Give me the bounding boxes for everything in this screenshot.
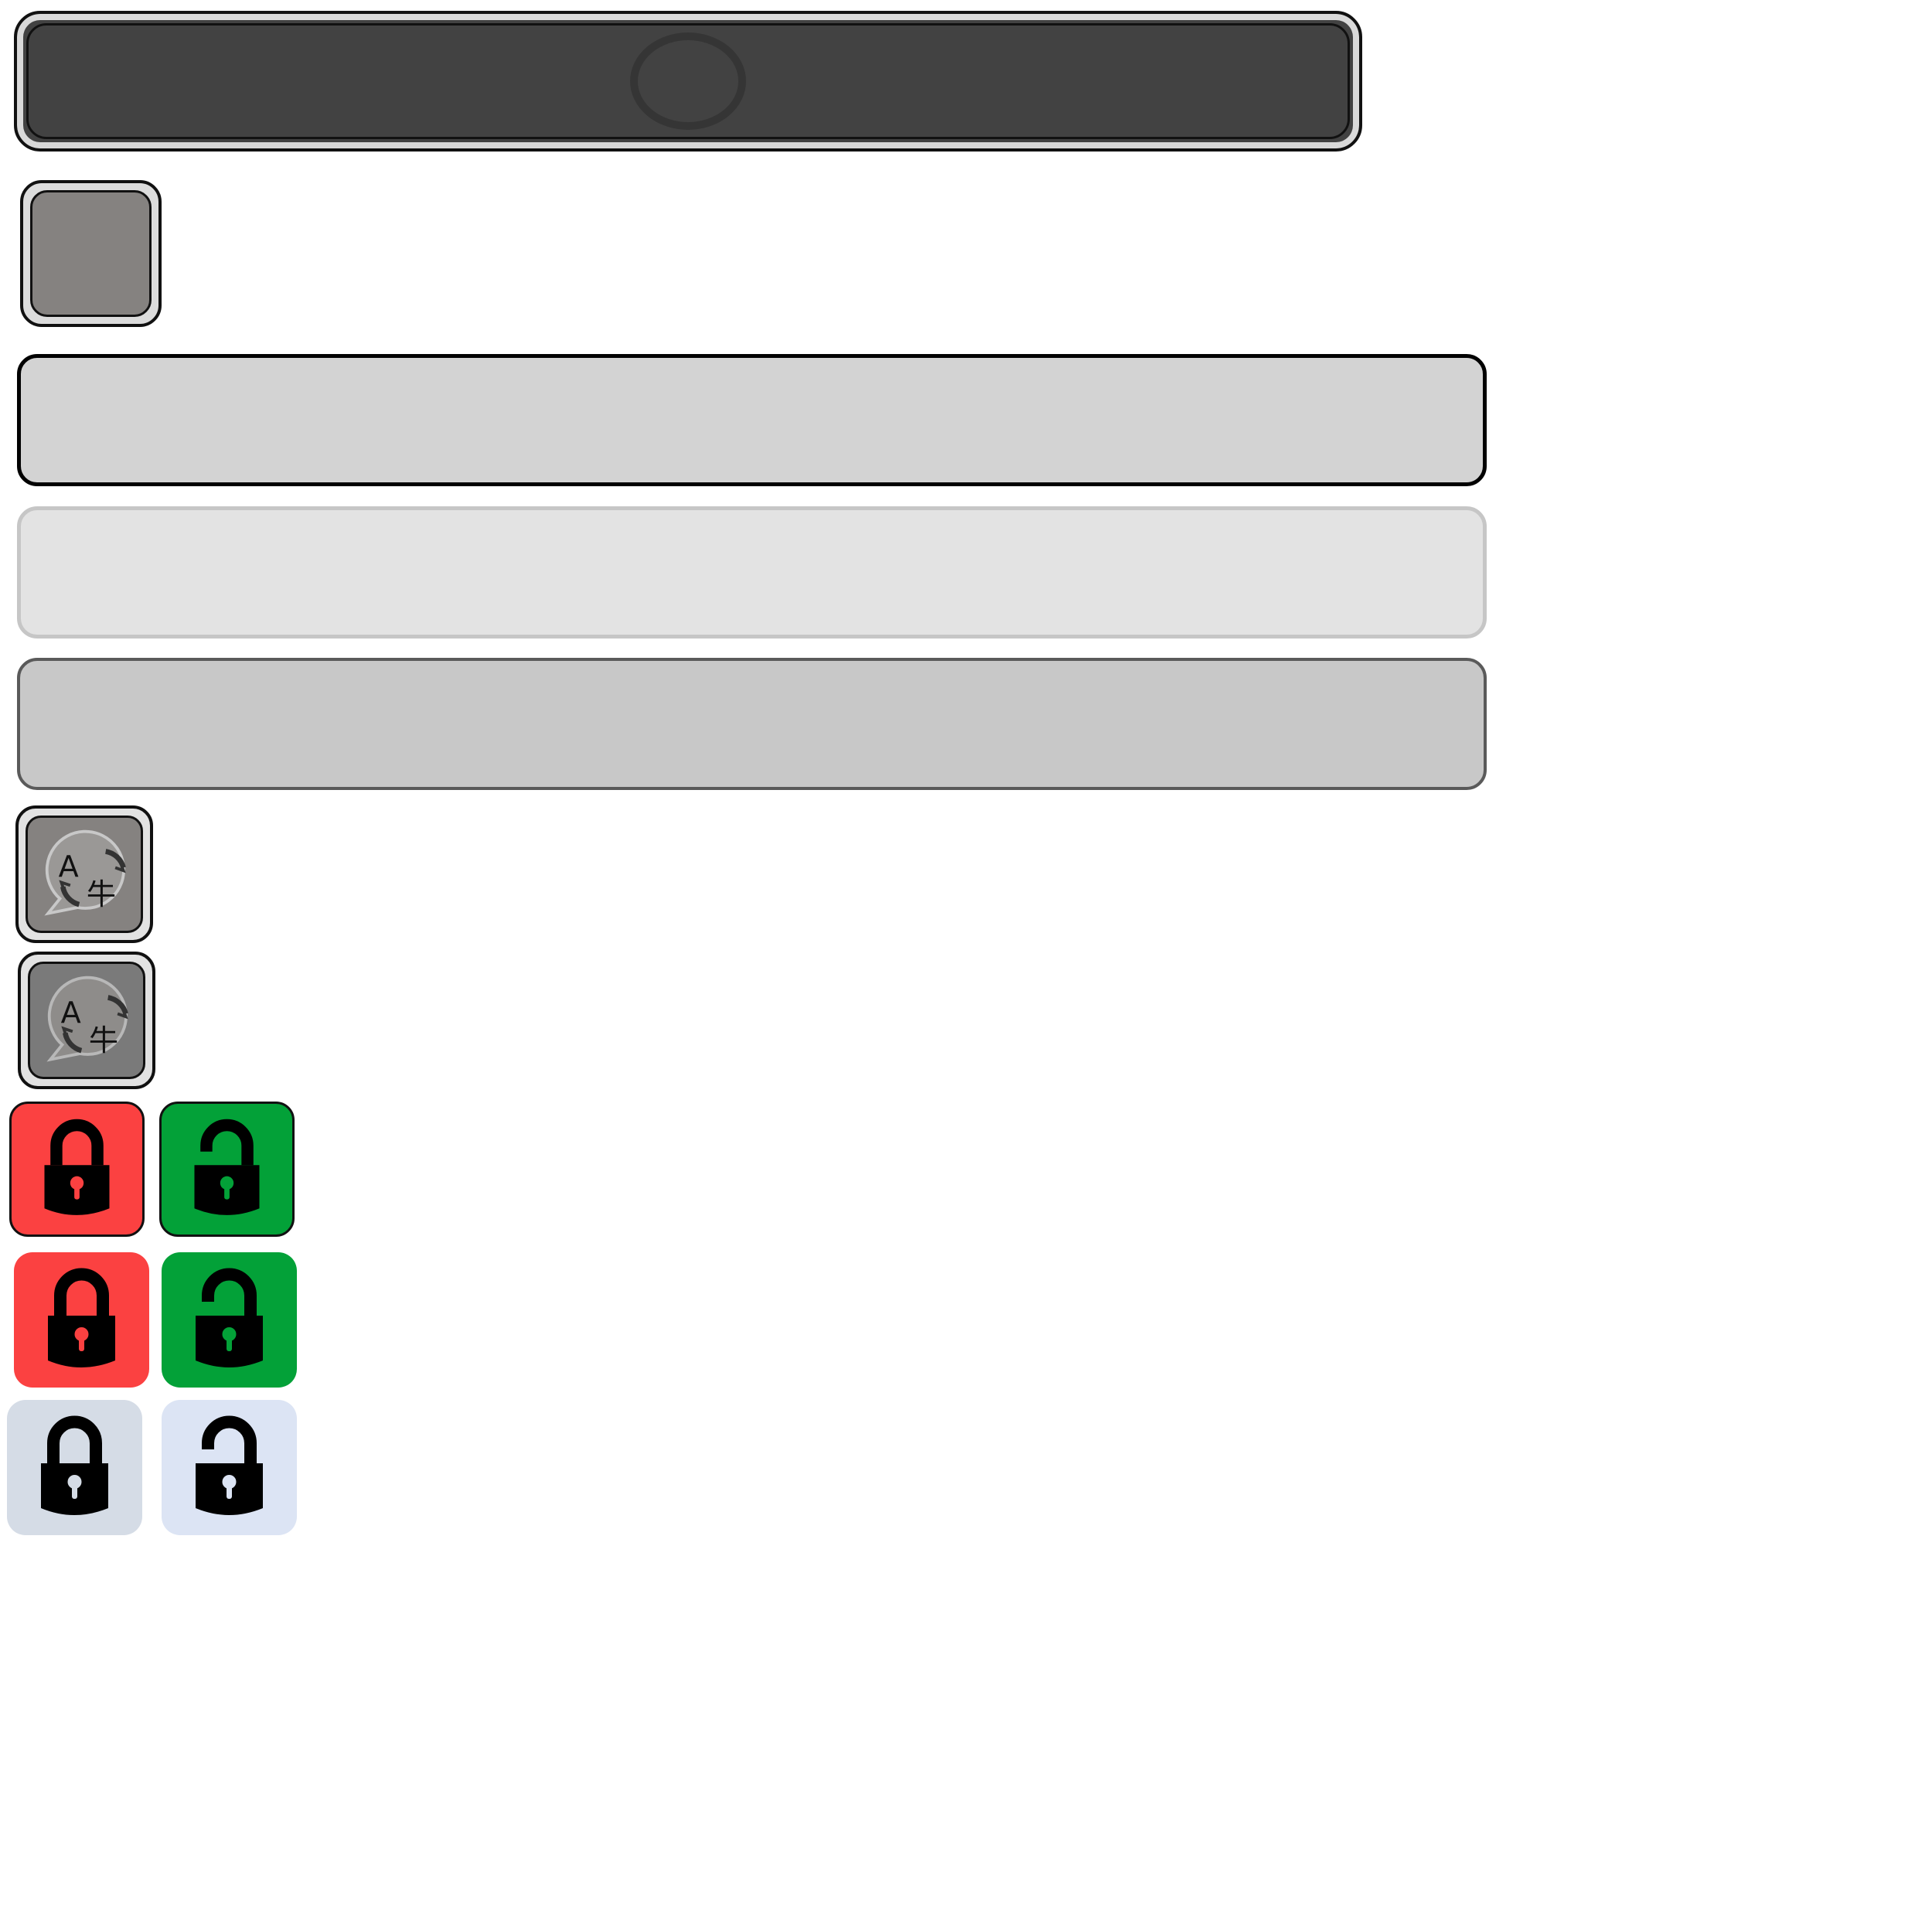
lock-closed-icon <box>48 1268 115 1367</box>
translate-cjk-glyph: 牛 <box>89 1024 118 1058</box>
lock-open-icon <box>196 1268 263 1367</box>
translate-button[interactable]: A 牛 <box>18 952 155 1089</box>
lock-button-unlocked[interactable] <box>162 1400 297 1535</box>
translate-latin-glyph: A <box>59 850 79 884</box>
lock-open-icon <box>194 1119 260 1215</box>
lock-closed-icon <box>41 1415 108 1515</box>
faint-logo-icon <box>630 32 746 130</box>
title-bar-inner <box>26 23 1350 139</box>
lock-button-locked[interactable] <box>7 1400 142 1535</box>
lock-button-locked[interactable] <box>9 1102 145 1237</box>
bar-button-dark-border[interactable] <box>17 354 1487 486</box>
translate-button[interactable]: A 牛 <box>15 805 153 943</box>
lock-closed-icon <box>44 1119 110 1215</box>
square-button-face <box>30 190 152 317</box>
lock-open-icon <box>196 1415 263 1515</box>
title-bar[interactable] <box>14 11 1362 152</box>
lock-button-unlocked[interactable] <box>162 1252 297 1388</box>
translate-icon: A 牛 <box>44 829 126 916</box>
bar-button-medium[interactable] <box>17 658 1487 790</box>
bar-button-light[interactable] <box>17 506 1487 639</box>
lock-button-locked[interactable] <box>14 1252 149 1388</box>
translate-latin-glyph: A <box>61 996 81 1030</box>
square-button[interactable] <box>20 180 162 327</box>
translate-cjk-glyph: 牛 <box>87 878 116 912</box>
lock-button-unlocked[interactable] <box>159 1102 295 1237</box>
translate-icon: A 牛 <box>46 976 128 1062</box>
